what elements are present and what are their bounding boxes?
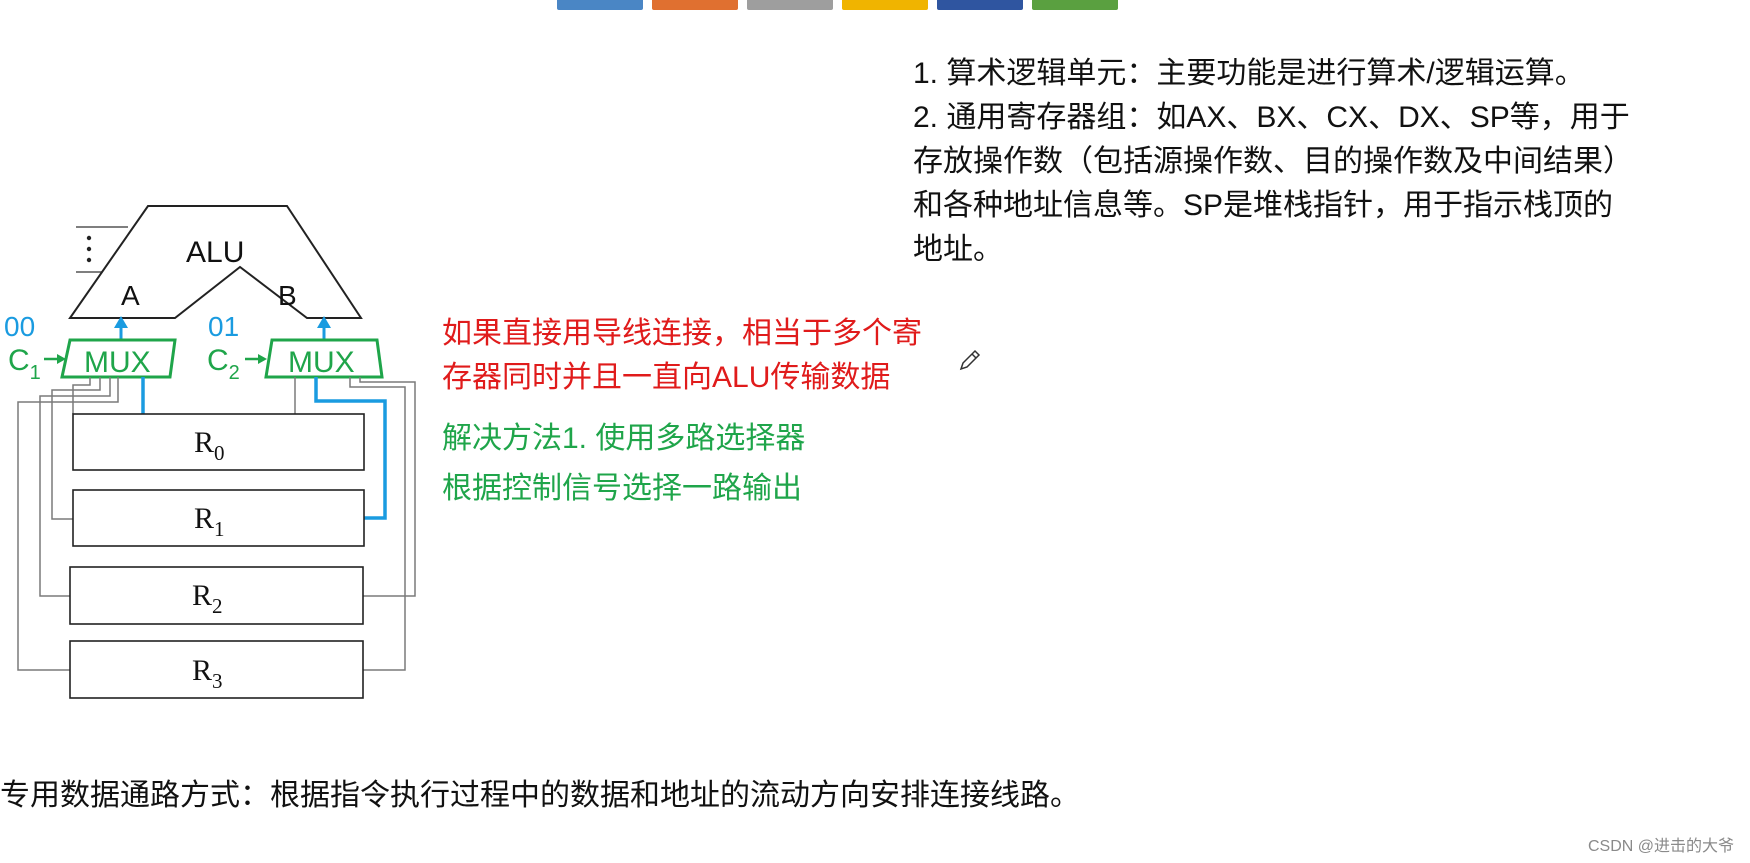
green-note-line: 解决方法1. 使用多路选择器 <box>442 422 806 455</box>
red-note-line: 如果直接用导线连接，相当于多个寄 <box>442 317 922 350</box>
mux-right-select-code: 01 <box>208 311 239 342</box>
color-swatch <box>557 0 643 10</box>
color-swatch <box>747 0 833 10</box>
mux-left-select-code: 00 <box>4 311 35 342</box>
mux-right-shape <box>264 338 384 379</box>
control-arrows <box>44 354 267 364</box>
green-note: 解决方法1. 使用多路选择器根据控制信号选择一路输出 <box>442 414 805 514</box>
watermark: CSDN @进击的大爷 <box>1587 838 1734 855</box>
register-r2: R2 <box>69 566 364 625</box>
color-swatch <box>842 0 928 10</box>
alu-shape <box>68 205 363 319</box>
register-r3: R3 <box>69 640 364 699</box>
register-wiring-gray <box>17 377 416 671</box>
color-swatch <box>652 0 738 10</box>
register-r3-label: R3 <box>192 654 223 693</box>
alu-label: ALU <box>186 236 244 269</box>
mux-left-shape <box>60 338 177 379</box>
register-r1-label: R1 <box>194 502 225 541</box>
description-line: 地址。 <box>913 233 1003 266</box>
red-note-line: 存器同时并且一直向ALU传输数据 <box>442 361 891 394</box>
mux-right-label: MUX <box>288 346 355 379</box>
alu-port-b: B <box>278 280 297 311</box>
register-r0: R0 <box>72 413 365 471</box>
description-line: 1. 算术逻辑单元：主要功能是进行算术/逻辑运算。 <box>913 57 1585 90</box>
mux-left-label: MUX <box>84 346 151 379</box>
mux-left-control-label: C1 <box>8 344 41 384</box>
color-swatch <box>937 0 1023 10</box>
description-text: 1. 算术逻辑单元：主要功能是进行算术/逻辑运算。 2. 通用寄存器组：如AX、B… <box>913 52 1633 272</box>
color-swatch <box>1032 0 1118 10</box>
description-line: 存放操作数（包括源操作数、目的操作数及中间结果） <box>913 145 1633 178</box>
green-note-line: 根据控制信号选择一路输出 <box>442 472 802 505</box>
mux-to-alu-arrows <box>114 316 331 340</box>
vertical-ellipsis-icon <box>86 235 92 263</box>
register-r1: R1 <box>72 489 365 547</box>
description-line: 2. 通用寄存器组：如AX、BX、CX、DX、SP等，用于 <box>913 101 1630 134</box>
description-line: 和各种地址信息等。SP是堆栈指针，用于指示栈顶的 <box>913 189 1614 222</box>
alu-port-a: A <box>121 280 140 311</box>
pencil-cursor-icon <box>959 349 981 371</box>
register-r0-label: R0 <box>194 426 225 465</box>
alu-mux-register-diagram: ALU A B 00 01 C1 C2 MUX MUX <box>4 205 416 699</box>
mux-right-control-label: C2 <box>207 344 240 384</box>
register-r2-label: R2 <box>192 579 223 618</box>
active-data-paths <box>141 377 387 520</box>
red-note: 如果直接用导线连接，相当于多个寄存器同时并且一直向ALU传输数据 <box>442 312 922 400</box>
dedicated-datapath-text: 专用数据通路方式：根据指令执行过程中的数据和地址的流动方向安排连接线路。 <box>0 779 1080 812</box>
